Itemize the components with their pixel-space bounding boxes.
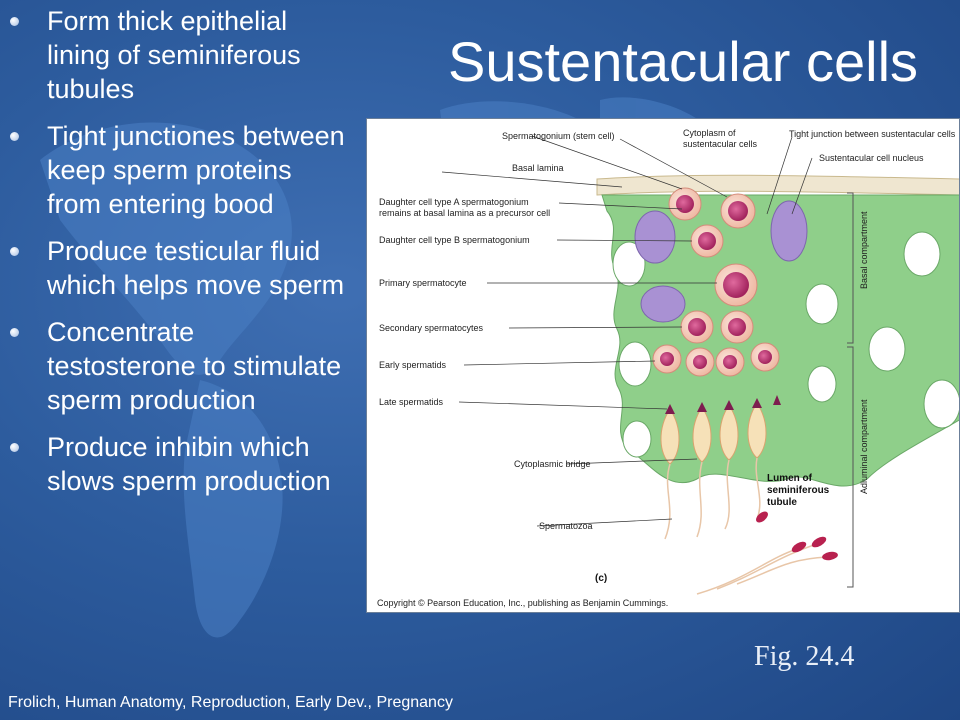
figure-illustration: Spermatogonium (stem cell) Cytoplasm of …	[377, 128, 959, 608]
bullet-text: Produce inhibin which slows sperm produc…	[47, 432, 331, 496]
label-nucleus: Sustentacular cell nucleus	[819, 153, 924, 163]
label-early: Early spermatids	[379, 360, 447, 370]
late-spermatids	[660, 402, 767, 465]
label-daughter-a-2: remains at basal lamina as a precursor c…	[379, 208, 550, 218]
figure-copyright: Copyright © Pearson Education, Inc., pub…	[377, 598, 668, 608]
label-daughter-b: Daughter cell type B spermatogonium	[379, 235, 530, 245]
label-bridge: Cytoplasmic bridge	[514, 459, 591, 469]
slide-footer: Frolich, Human Anatomy, Reproduction, Ea…	[8, 694, 453, 711]
sustentacular-cell-figure: Spermatogonium (stem cell) Cytoplasm of …	[366, 118, 960, 613]
label-basal-lamina: Basal lamina	[512, 163, 564, 173]
label-basal-compartment: Basal compartment	[859, 211, 869, 289]
bullet-text: Tight junctiones between keep sperm prot…	[47, 121, 345, 219]
label-adluminal-compartment: Adluminal compartment	[859, 399, 869, 494]
label-cytoplasm-1: Cytoplasm of	[683, 128, 736, 138]
bullet-text: Form thick epithelial lining of seminife…	[47, 6, 301, 104]
figure-caption: Fig. 24.4	[754, 641, 855, 672]
bullet-list: Form thick epithelial lining of seminife…	[8, 4, 348, 511]
germ-cells	[652, 187, 780, 377]
label-tight-junction: Tight junction between sustentacular cel…	[789, 129, 956, 139]
label-lumen-3: tubule	[767, 497, 797, 508]
label-cytoplasm-2: sustentacular cells	[683, 139, 758, 149]
bullet-item: Tight junctiones between keep sperm prot…	[8, 119, 348, 221]
slide-title: Sustentacular cells	[448, 30, 919, 93]
sustentacular-tissue	[601, 194, 959, 487]
bullet-item: Produce testicular fluid which helps mov…	[8, 234, 348, 302]
label-secondary: Secondary spermatocytes	[379, 323, 484, 333]
label-late: Late spermatids	[379, 397, 444, 407]
bullet-dot-icon	[10, 328, 19, 337]
spermatozoa-heads	[756, 511, 838, 561]
sperm-tails	[664, 457, 828, 595]
compartment-brackets	[847, 192, 854, 588]
bullet-dot-icon	[10, 443, 19, 452]
label-lumen-1: Lumen of	[767, 473, 813, 484]
label-daughter-a-1: Daughter cell type A spermatogonium	[379, 197, 529, 207]
label-lumen-2: seminiferous	[767, 485, 830, 496]
bullet-dot-icon	[10, 132, 19, 141]
bullet-text: Concentrate testosterone to stimulate sp…	[47, 317, 342, 415]
bullet-text: Produce testicular fluid which helps mov…	[47, 236, 345, 300]
sustentacular-nuclei	[634, 200, 808, 323]
label-spermatogonium: Spermatogonium (stem cell)	[502, 131, 615, 141]
bullet-dot-icon	[10, 247, 19, 256]
label-primary: Primary spermatocyte	[379, 278, 467, 288]
label-panel: (c)	[595, 573, 607, 584]
bullet-item: Concentrate testosterone to stimulate sp…	[8, 315, 348, 417]
bullet-item: Produce inhibin which slows sperm produc…	[8, 430, 348, 498]
bullet-item: Form thick epithelial lining of seminife…	[8, 4, 348, 106]
label-spermatozoa: Spermatozoa	[539, 521, 593, 531]
bullet-dot-icon	[10, 17, 19, 26]
